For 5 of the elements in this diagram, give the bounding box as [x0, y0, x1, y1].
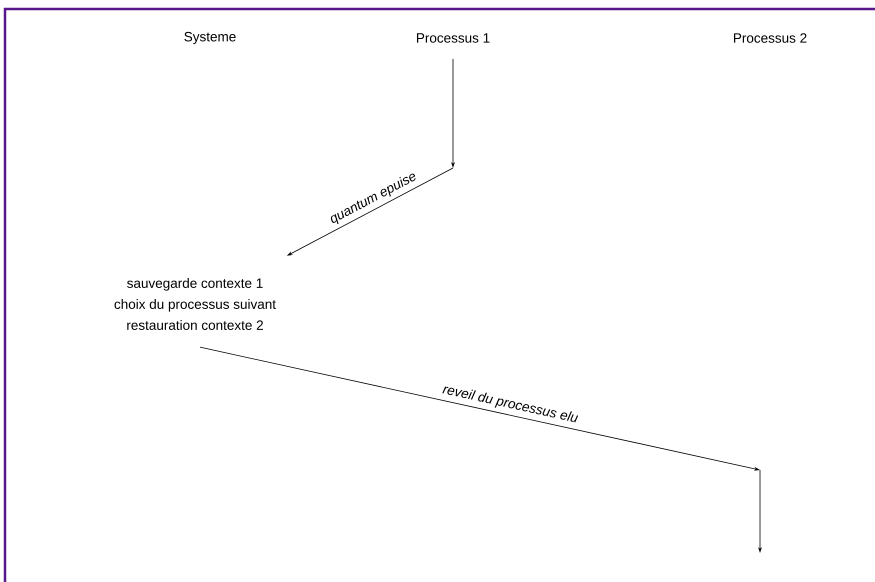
column-heading: Processus 2	[734, 33, 806, 43]
edge-label: reveil du processus elu	[442, 386, 578, 422]
column-heading: Processus 1	[416, 33, 490, 43]
step-text: sauvegarde contexte 1 choix du processus suivant restauration contexte 2	[114, 278, 276, 330]
column-heading: Systeme	[184, 32, 236, 44]
